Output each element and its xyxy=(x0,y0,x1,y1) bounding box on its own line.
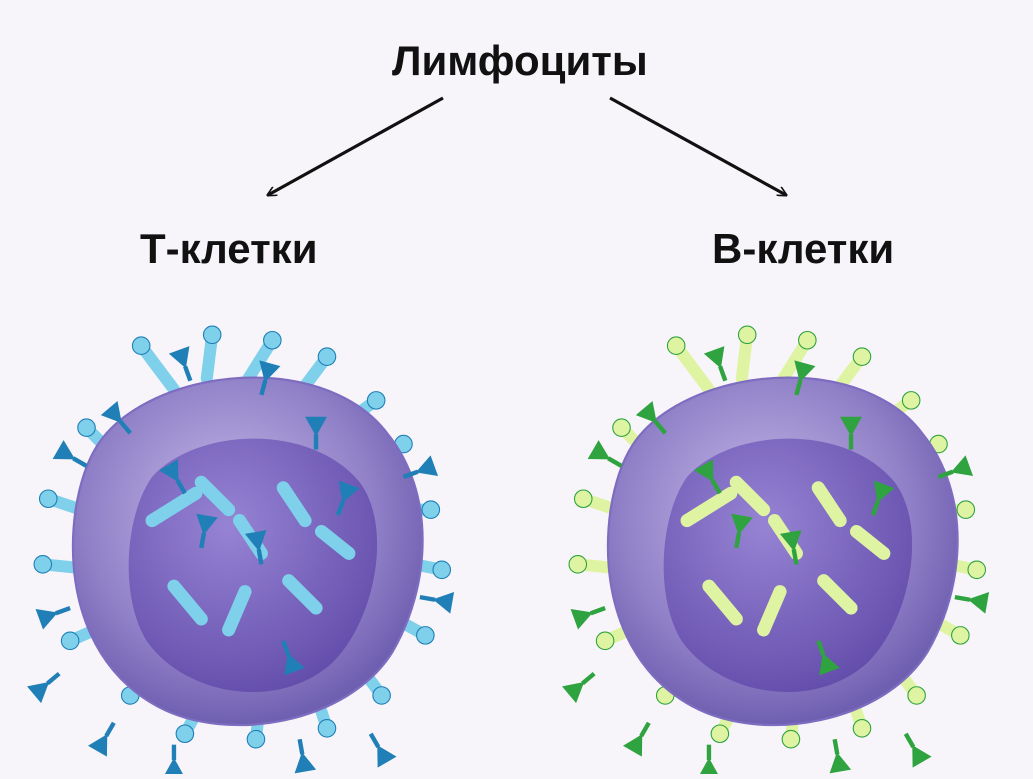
receptor-tip xyxy=(421,500,441,519)
receptor-tip xyxy=(246,729,266,749)
receptor-cone xyxy=(562,671,596,704)
receptor-tip xyxy=(33,555,53,574)
receptor-tip xyxy=(416,626,435,645)
receptor-cone xyxy=(703,346,728,382)
diagram-title: Лимфоциты xyxy=(392,37,648,84)
arrow-to-t-cells xyxy=(268,96,444,195)
receptor-cone xyxy=(168,346,193,382)
receptor-tip xyxy=(60,631,80,651)
receptor-tip xyxy=(737,325,757,345)
t-cell-illustration xyxy=(10,300,480,778)
receptor-cone xyxy=(368,732,397,768)
receptor-tip xyxy=(573,489,593,509)
receptor-tip xyxy=(967,560,987,580)
receptor-stick xyxy=(282,574,323,615)
receptor-tip xyxy=(131,336,151,356)
receptor-cone xyxy=(27,671,61,704)
receptor-stick xyxy=(680,486,738,528)
receptor-cone xyxy=(622,721,651,757)
t-cells-label: Т-клетки xyxy=(140,225,318,272)
receptor-cone xyxy=(52,440,88,468)
receptor-tip xyxy=(901,391,921,410)
receptor-cone xyxy=(163,744,185,778)
receptor-cone xyxy=(35,605,71,630)
receptor-tip xyxy=(612,418,631,437)
receptor-tip xyxy=(432,560,452,580)
receptor-cone xyxy=(816,640,840,676)
receptor-cone xyxy=(731,513,753,549)
receptor-tip xyxy=(595,631,615,651)
receptor-stick xyxy=(817,574,858,615)
receptor-cone xyxy=(244,530,267,565)
receptor-stick xyxy=(849,524,891,560)
b-cells-label: В-клетки xyxy=(712,225,895,272)
receptor-tip xyxy=(852,347,872,366)
receptor-stick xyxy=(194,475,236,517)
receptor-cone xyxy=(587,440,623,468)
receptor-cone xyxy=(635,401,667,435)
receptor-tip xyxy=(798,330,817,350)
receptor-cone xyxy=(305,416,327,450)
receptor-cone xyxy=(829,738,852,774)
receptor-cone xyxy=(903,732,932,768)
receptor-tip xyxy=(38,489,58,509)
receptor-stick xyxy=(222,585,252,637)
receptor-tip xyxy=(317,718,337,738)
receptor-tip xyxy=(781,729,801,749)
receptor-cone xyxy=(570,605,606,630)
receptor-cone xyxy=(294,738,317,774)
receptor-tip xyxy=(852,718,872,738)
receptor-tip xyxy=(366,391,386,410)
receptor-tip xyxy=(568,555,588,574)
receptor-stick xyxy=(702,579,743,626)
receptor-cone xyxy=(196,513,218,549)
b-cell-drawing xyxy=(562,325,990,778)
receptor-tip xyxy=(907,686,926,705)
receptor-cone xyxy=(779,530,802,565)
receptor-cone xyxy=(335,480,360,516)
receptor-stick xyxy=(757,585,787,637)
receptor-stick xyxy=(314,524,356,560)
receptor-tip xyxy=(710,724,730,744)
receptor-cone xyxy=(87,721,116,757)
receptor-cone xyxy=(281,640,305,676)
receptor-tip xyxy=(202,325,222,345)
receptor-cone xyxy=(840,416,862,450)
receptor-stick xyxy=(276,481,312,528)
receptor-cone xyxy=(259,360,281,396)
receptor-cone xyxy=(870,480,895,516)
receptor-stick xyxy=(145,486,203,528)
receptor-tip xyxy=(372,686,391,705)
cell-nucleus xyxy=(663,438,913,693)
receptor-tip xyxy=(951,626,970,645)
b-cell-illustration xyxy=(545,300,1015,778)
receptor-cone xyxy=(698,744,720,778)
receptor-tip xyxy=(175,724,195,744)
arrow-to-b-cells xyxy=(609,96,786,195)
receptor-stick xyxy=(811,481,847,528)
cell-nucleus xyxy=(128,438,378,693)
receptor-tip xyxy=(956,500,976,519)
receptor-cone xyxy=(159,459,187,495)
receptor-cone xyxy=(402,455,439,479)
receptor-stick xyxy=(729,475,771,517)
t-cell-drawing xyxy=(27,325,455,778)
receptor-cone xyxy=(937,455,974,479)
receptor-cone xyxy=(100,401,132,435)
receptor-tip xyxy=(263,330,282,350)
receptor-tip xyxy=(666,336,686,356)
receptor-cone xyxy=(419,592,455,614)
receptor-stick xyxy=(167,579,208,626)
receptor-cone xyxy=(694,459,722,495)
receptor-tip xyxy=(317,347,337,366)
receptor-cone xyxy=(794,360,816,396)
receptor-cone xyxy=(954,592,990,614)
receptor-tip xyxy=(77,418,96,437)
